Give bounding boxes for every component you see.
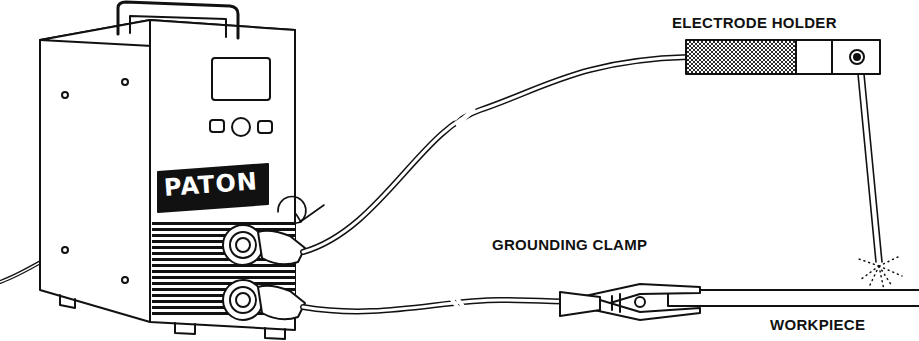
part-label: WORKPIECE — [770, 316, 865, 333]
part-label: GROUNDING CLAMP — [492, 236, 647, 253]
part-label: ELECTRODE HOLDER — [672, 14, 837, 31]
